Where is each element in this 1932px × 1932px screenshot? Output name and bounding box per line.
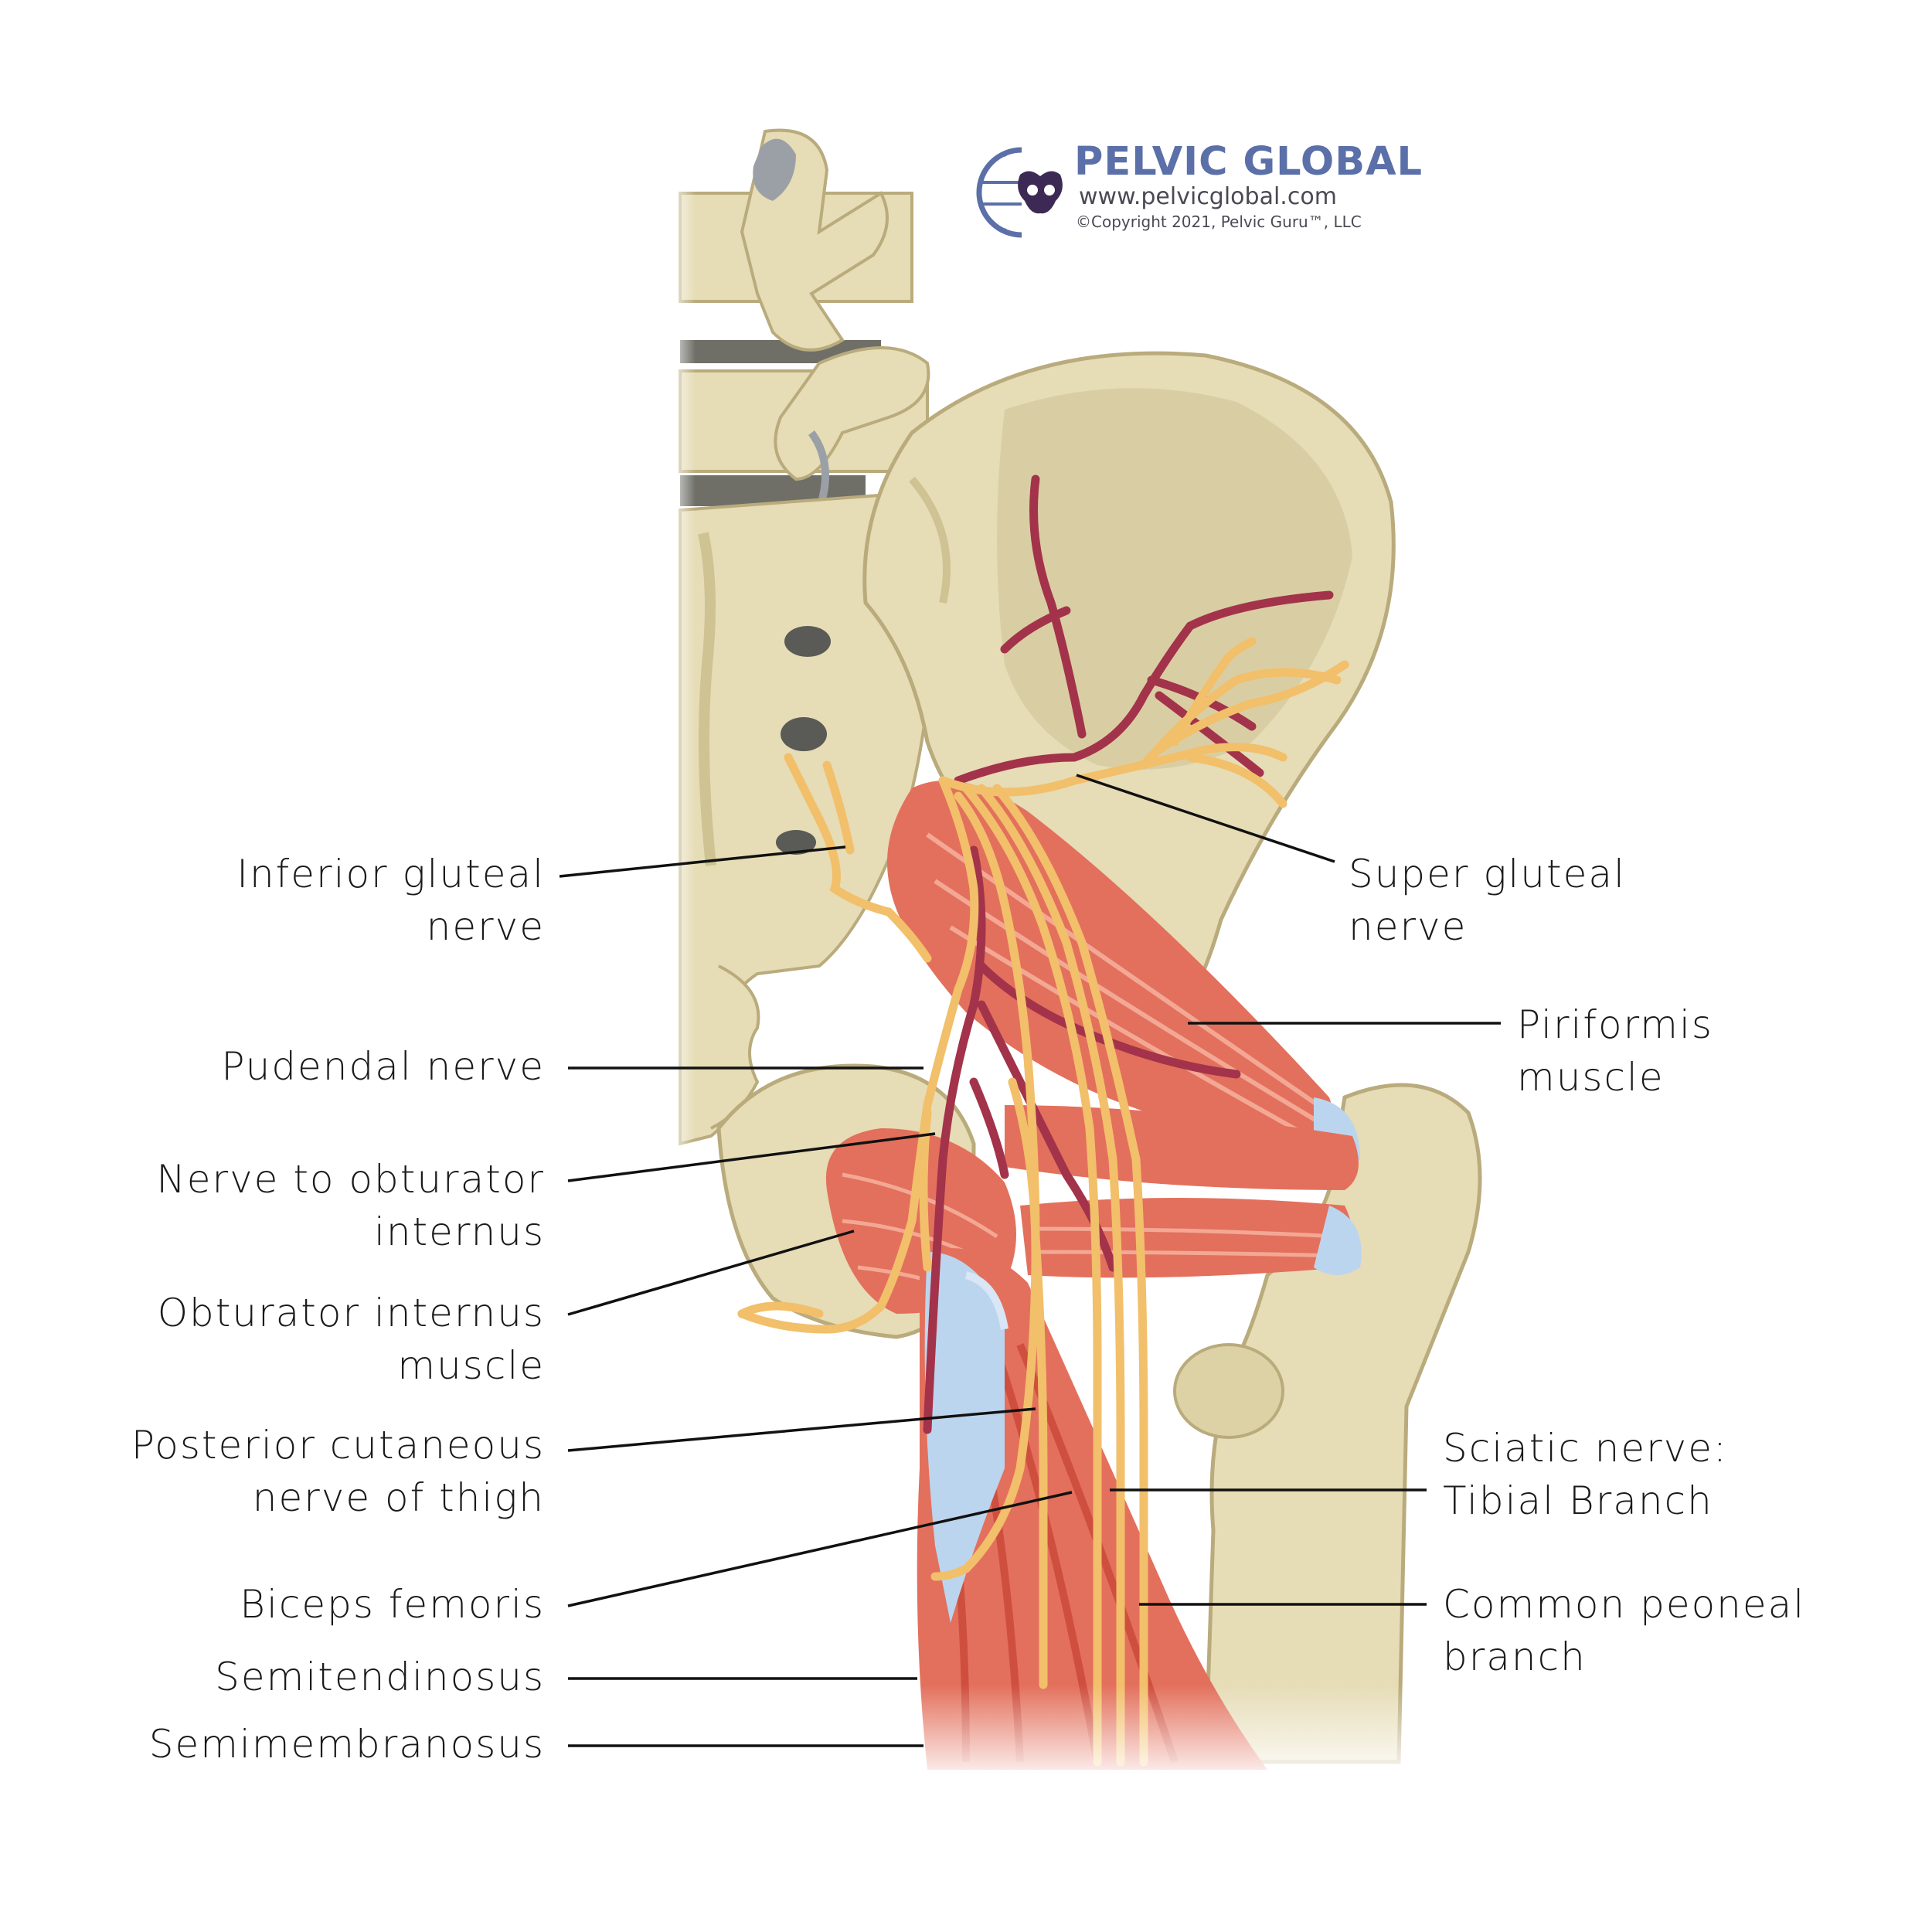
brand-copyright: ©Copyright 2021, Pelvic Guru™, LLC — [1076, 213, 1362, 231]
globe-pelvis-logo-icon — [976, 147, 1063, 238]
label-obturator-internus-muscle: Obturator internus muscle — [158, 1287, 545, 1392]
label-sciatic-tibial-branch: Sciatic nerve: Tibial Branch — [1443, 1422, 1728, 1527]
leader-inferior-gluteal — [559, 845, 846, 878]
label-line: Tibial Branch — [1443, 1478, 1713, 1523]
label-semitendinosus: Semitendinosus — [215, 1651, 545, 1703]
label-inferior-gluteal-nerve: Inferior gluteal nerve — [236, 848, 545, 953]
label-line: Piriformis — [1517, 1002, 1713, 1047]
leader-lines — [559, 774, 1501, 1747]
leader-super-gluteal — [1076, 774, 1335, 863]
gemelli-muscles — [1005, 1105, 1362, 1278]
leader-biceps — [567, 1491, 1073, 1607]
label-pudendal-nerve: Pudendal nerve — [221, 1040, 545, 1093]
label-common-peroneal-branch: Common peoneal branch — [1443, 1578, 1805, 1683]
leader-posterior-cutaneous — [567, 1407, 1036, 1452]
label-super-gluteal-nerve: Super gluteal nerve — [1349, 848, 1626, 953]
leader-obturator-nerve — [567, 1132, 936, 1182]
label-line: Inferior gluteal — [236, 852, 545, 896]
label-line: Common peoneal — [1443, 1582, 1806, 1627]
brand-name: PELVIC GLOBAL — [1074, 139, 1423, 185]
label-line: Biceps femoris — [240, 1582, 545, 1627]
label-line: internus — [373, 1209, 545, 1254]
label-line: nerve — [426, 904, 545, 949]
label-line: branch — [1443, 1634, 1587, 1679]
nerves — [737, 637, 1349, 1767]
label-line: muscle — [397, 1343, 545, 1388]
label-nerve-to-obturator-internus: Nerve to obturator internus — [156, 1153, 545, 1258]
label-line: muscle — [1517, 1055, 1665, 1100]
label-line: Nerve to obturator — [156, 1157, 545, 1202]
gluteal-arteries — [923, 474, 1334, 1434]
label-line: Obturator internus — [157, 1291, 545, 1335]
lumbar-spine — [679, 128, 930, 512]
label-line: Pudendal nerve — [221, 1044, 545, 1089]
label-semimembranosus: Semimembranosus — [149, 1718, 545, 1770]
label-posterior-cutaneous-nerve: Posterior cutaneous nerve of thigh — [131, 1419, 545, 1524]
leader-obturator-muscle — [567, 1230, 855, 1316]
label-line: Semimembranosus — [148, 1722, 545, 1767]
brand-url[interactable]: www.pelvicglobal.com — [1079, 183, 1337, 210]
label-piriformis-muscle: Piriformis muscle — [1517, 998, 1713, 1104]
label-line: Super gluteal — [1349, 852, 1626, 896]
label-line: Posterior cutaneous — [131, 1423, 545, 1468]
label-line: nerve of thigh — [252, 1475, 545, 1520]
label-line: Semitendinosus — [215, 1655, 545, 1699]
label-line: Sciatic nerve: — [1443, 1426, 1728, 1471]
label-line: nerve — [1349, 904, 1468, 949]
brand-block: PELVIC GLOBAL www.pelvicglobal.com ©Copy… — [975, 139, 1422, 247]
label-biceps-femoris: Biceps femoris — [240, 1578, 545, 1631]
